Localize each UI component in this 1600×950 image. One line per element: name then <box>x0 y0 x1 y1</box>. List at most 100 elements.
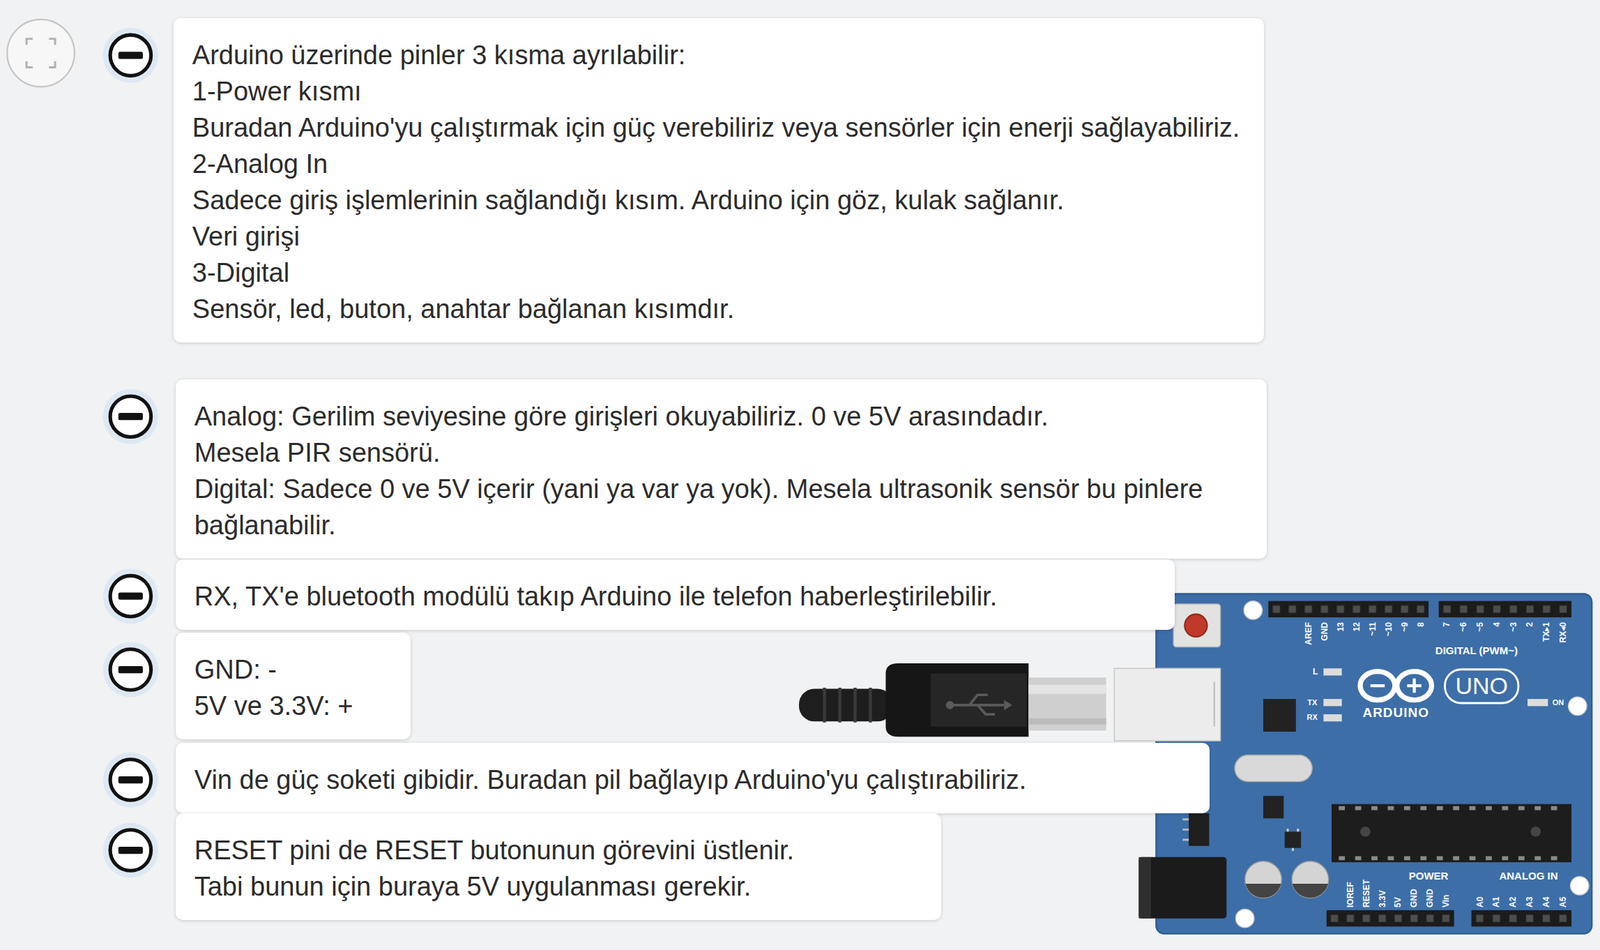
collapse-icon <box>103 642 159 698</box>
arduino-board-part <box>1438 600 1572 617</box>
arduino-board-part <box>1527 698 1548 706</box>
board-label: ~9 <box>1400 621 1409 632</box>
board-label: L <box>1312 667 1318 676</box>
collapse-icon-ring <box>110 395 152 438</box>
arduino-board-part <box>1235 908 1254 927</box>
note-box: Arduino üzerinde pinler 3 kısma ayrılabi… <box>173 18 1264 343</box>
collapse-icon-ring <box>110 649 152 691</box>
note-text: 1-Power kısmı <box>192 73 1244 110</box>
board-label: ON <box>1552 697 1565 706</box>
usb-port-part <box>1114 667 1221 741</box>
arduino-board-part <box>1331 803 1572 862</box>
usb-cable-part <box>930 673 1027 727</box>
note-text: Analog: Gerilim seviyesine göre girişler… <box>194 398 1246 435</box>
note-text: 2-Analog In <box>192 145 1244 182</box>
note-box: RESET pini de RESET butonunun görevini ü… <box>175 812 942 920</box>
arduino-board-part <box>1568 696 1587 715</box>
expand-icon <box>6 19 75 88</box>
board-label: ARDUINO <box>1362 705 1430 719</box>
note-text: Vin de güç soketi gibidir. Buradan pil b… <box>194 761 1189 798</box>
board-label: ~6 <box>1459 621 1468 632</box>
arduino-board-part <box>1323 667 1342 675</box>
collapse-icon-halo <box>103 27 159 83</box>
note-text: Buradan Arduino'yu çalıştırmak için güç … <box>192 109 1244 146</box>
arduino-board-part <box>1291 861 1329 898</box>
arduino-board-part <box>1530 826 1541 837</box>
arduino-board-part <box>1188 812 1209 846</box>
note-box: RX, TX'e bluetooth modülü takıp Arduino … <box>175 559 1176 630</box>
arduino-board-part <box>1284 831 1301 848</box>
note-text: Veri girişi <box>192 218 1244 255</box>
collapse-icon-ring <box>110 34 152 76</box>
board-label: GND <box>1409 888 1419 908</box>
collapse-icon-halo <box>103 568 159 624</box>
collapse-icon-halo <box>103 752 159 808</box>
collapse-icon-bar <box>118 665 143 673</box>
arduino-board-part <box>1323 698 1342 706</box>
collapse-icon-bar <box>118 775 143 783</box>
arduino-board-part <box>1471 909 1572 926</box>
arduino-board-part <box>1326 909 1455 926</box>
collapse-icon <box>103 27 159 83</box>
note-text: GND: - <box>194 651 390 688</box>
arduino-board-part <box>1570 876 1589 895</box>
usb-port <box>1114 667 1221 741</box>
arduino-board-part <box>1138 856 1227 919</box>
board-label: ANALOG IN <box>1498 870 1558 881</box>
collapse-icon-halo <box>103 642 159 698</box>
collapse-icon <box>103 568 159 624</box>
note-box: Analog: Gerilim seviyesine göre girişler… <box>175 379 1267 559</box>
board-label: RESET <box>1362 879 1371 908</box>
note-text: RESET pini de RESET butonunun görevini ü… <box>194 831 921 868</box>
usb-cable-part <box>798 688 894 721</box>
board-label: ~10 <box>1384 621 1393 636</box>
collapse-icon-bar <box>118 51 143 59</box>
usb-cable-part <box>885 663 1029 737</box>
usb-cable-part <box>1028 676 1106 730</box>
board-label: RX◂0 <box>1558 621 1568 643</box>
collapse-icon-halo <box>103 389 159 445</box>
usb-cable-part <box>1028 718 1106 725</box>
board-label: A5 <box>1558 895 1568 907</box>
board-label: 13 <box>1336 621 1345 631</box>
collapse-icon-ring <box>110 575 152 617</box>
arduino-board-part <box>1471 909 1572 926</box>
arduino-board-part <box>1287 828 1299 851</box>
usb-cable-part <box>824 687 871 723</box>
board-label: IOREF <box>1346 881 1355 908</box>
board-label: ~3 <box>1509 621 1518 632</box>
arduino-board-part <box>1245 883 1281 898</box>
note-text: Sensör, led, buton, anahtar bağlanan kıs… <box>192 290 1244 327</box>
board-label: AREF <box>1304 621 1313 645</box>
arduino-board-part <box>1182 819 1189 840</box>
arduino-board-part <box>1360 826 1371 837</box>
arduino-board-part <box>1245 861 1283 898</box>
arduino-board-part <box>1370 678 1422 693</box>
arduino-board-part <box>1234 755 1313 782</box>
note-text: 5V ve 3.3V: + <box>194 687 390 724</box>
board-label: 5V <box>1393 896 1403 908</box>
arduino-board-part <box>1326 909 1455 926</box>
board-label: A2 <box>1508 895 1518 907</box>
board-label: A0 <box>1475 895 1485 907</box>
collapse-icon-ring <box>110 759 152 801</box>
board-label: TX <box>1307 697 1317 706</box>
board-label: 4 <box>1492 621 1502 627</box>
arduino-board-part <box>1268 600 1429 617</box>
usb-cable <box>798 663 1107 737</box>
board-label: DIGITAL (PWM~) <box>1435 644 1518 655</box>
note-box: Vin de güç soketi gibidir. Buradan pil b… <box>175 742 1210 813</box>
collapse-icon <box>103 752 159 808</box>
arduino-board-part <box>1268 600 1429 617</box>
collapse-icon-bar <box>118 846 143 854</box>
arduino-board-part <box>1243 600 1262 620</box>
note-text: Sadece giriş işlemlerinin sağlandığı kıs… <box>192 181 1244 219</box>
board-label: 2 <box>1525 621 1534 627</box>
usb-cable-part <box>1003 699 1013 711</box>
board-label: A1 <box>1491 895 1501 907</box>
board-label: POWER <box>1408 870 1449 881</box>
arduino-board-part <box>1323 713 1342 721</box>
